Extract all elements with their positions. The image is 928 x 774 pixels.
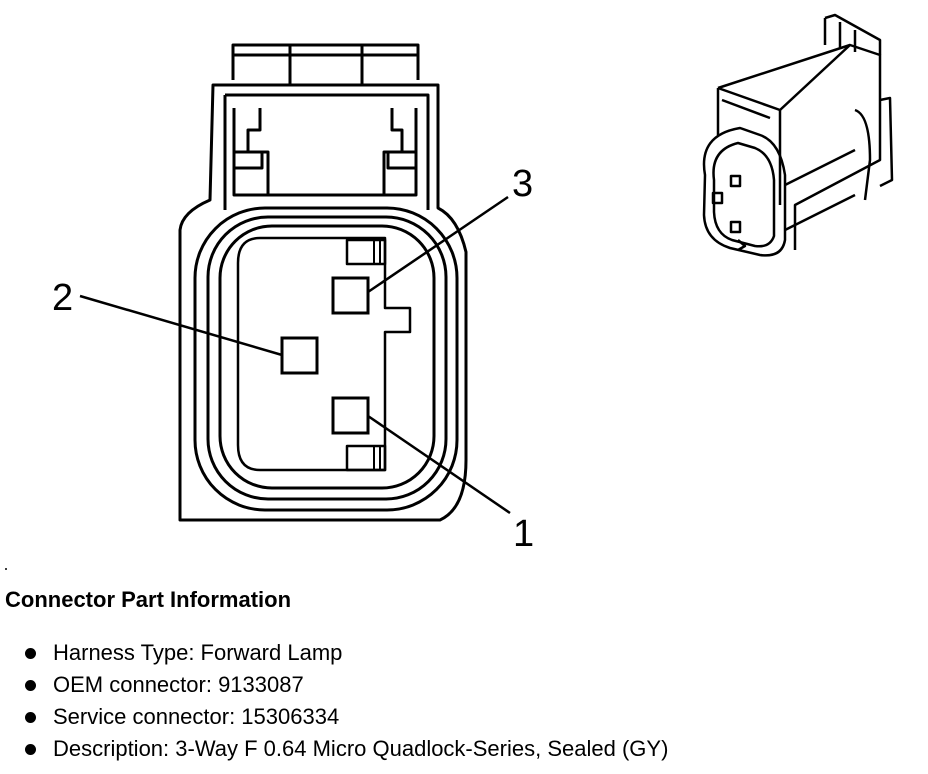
bullet-icon: [25, 744, 36, 755]
leader-line-pin2: [79, 294, 283, 357]
connector-part-information: Connector Part Information Harness Type:…: [5, 585, 920, 765]
list-item-harness-type: Harness Type: Forward Lamp: [5, 637, 920, 669]
list-item-service-connector: Service connector: 15306334: [5, 701, 920, 733]
list-item-description: Description: 3-Way F 0.64 Micro Quadlock…: [5, 733, 920, 765]
connector-face-view: [178, 43, 468, 522]
pin-cavity-2: [280, 336, 319, 375]
pin-cavity-3: [331, 276, 370, 315]
leader-line-pin3: [367, 195, 509, 294]
connector-diagram: 3 2 1: [5, 13, 894, 570]
oem-connector-text: OEM connector: 9133087: [53, 672, 304, 697]
description-text: Description: 3-Way F 0.64 Micro Quadlock…: [53, 736, 669, 761]
stray-dot: [5, 568, 7, 570]
bullet-icon: [25, 712, 36, 723]
harness-type-text: Harness Type: Forward Lamp: [53, 640, 343, 665]
service-connector-text: Service connector: 15306334: [53, 704, 340, 729]
pin-label-2: 2: [52, 277, 73, 319]
leader-line-pin1: [367, 414, 511, 515]
pin-label-3: 3: [512, 163, 533, 205]
bullet-icon: [25, 680, 36, 691]
connector-isometric-illustration: [702, 13, 894, 257]
section-title: Connector Part Information: [5, 587, 292, 612]
pin-cavity-1: [331, 396, 370, 435]
bullet-icon: [25, 648, 36, 659]
pin-label-1: 1: [513, 513, 534, 555]
list-item-oem-connector: OEM connector: 9133087: [5, 669, 920, 701]
part-info-list: Harness Type: Forward Lamp OEM connector…: [5, 637, 920, 765]
